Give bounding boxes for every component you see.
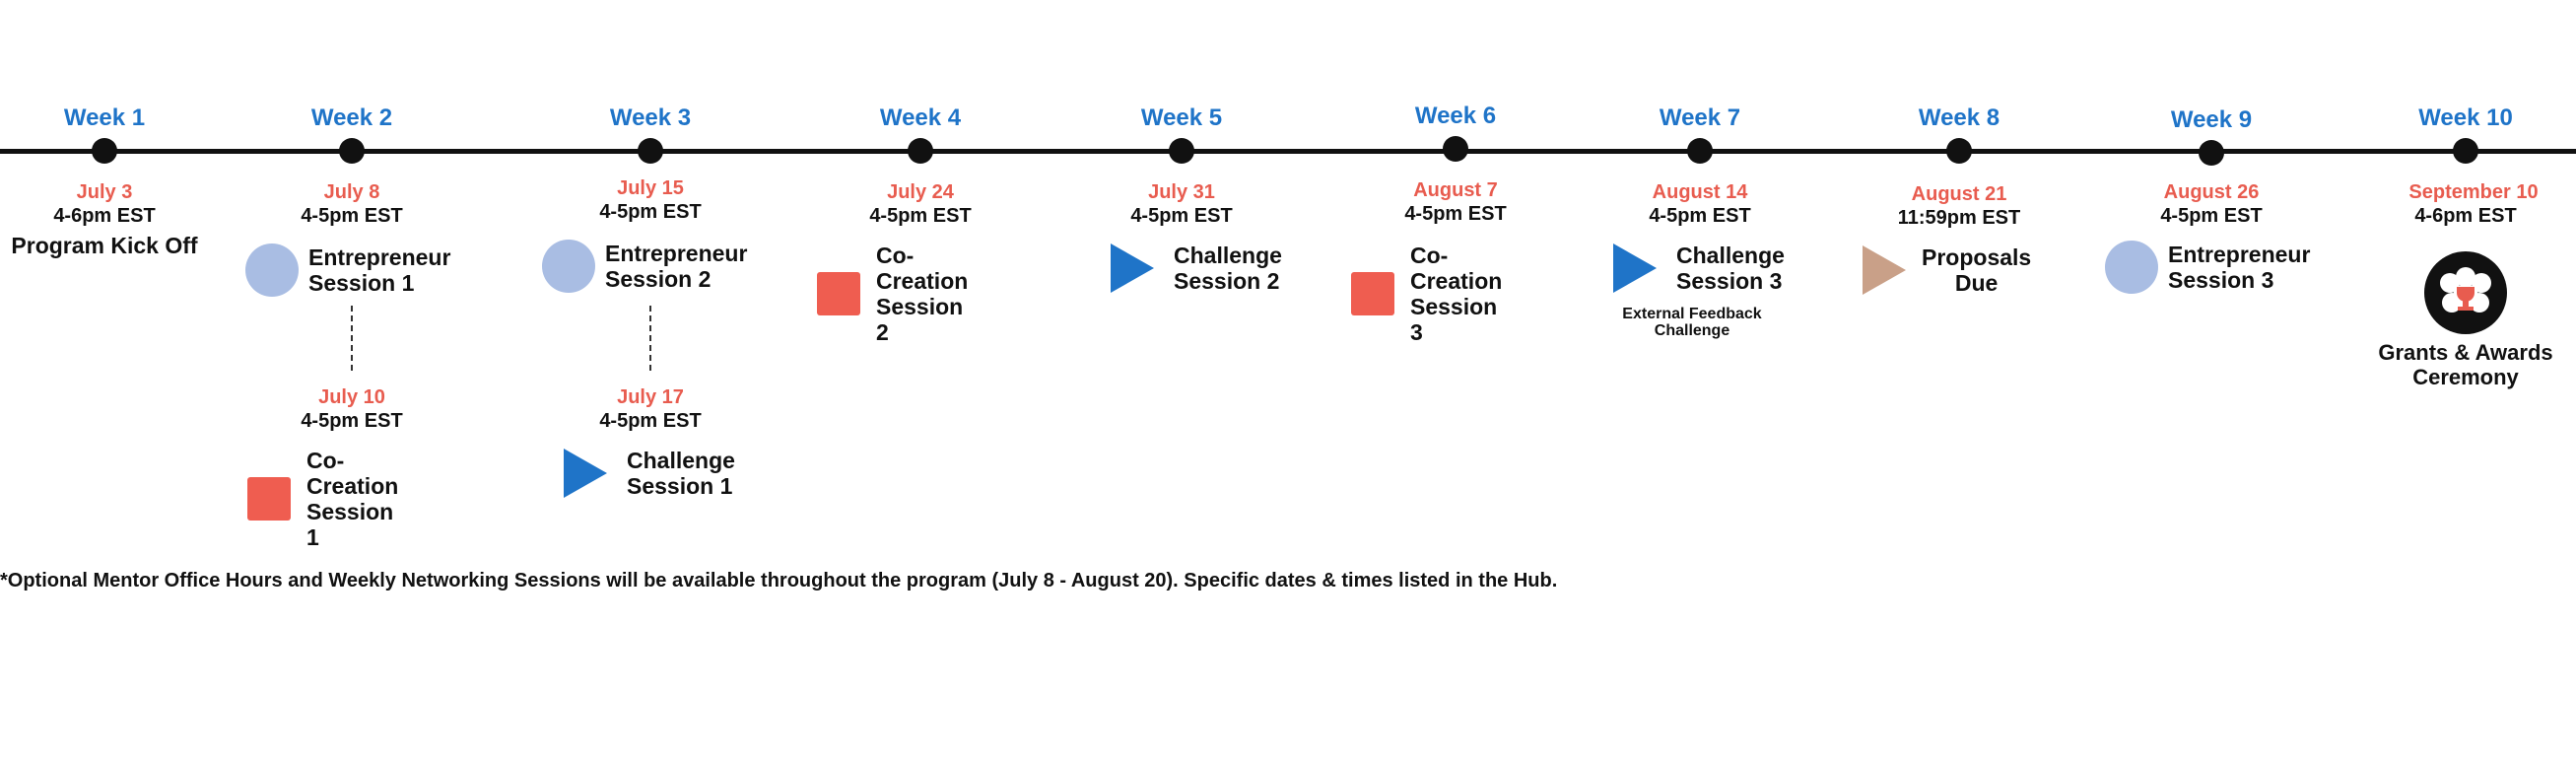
event-item: Entrepreneur Session 2 xyxy=(542,240,747,293)
trophy-icon xyxy=(2424,251,2507,334)
week-label: Week 9 xyxy=(2170,106,2253,133)
event-date: August 21 xyxy=(1911,183,2007,205)
event-title: Challenge Session 1 xyxy=(627,448,735,499)
event-date: July 10 xyxy=(318,386,385,408)
week-label: Week 2 xyxy=(310,104,393,131)
dashed-connector xyxy=(351,306,353,371)
event-time: 4-5pm EST xyxy=(301,410,403,432)
event-date: July 24 xyxy=(887,181,954,203)
timeline-dot xyxy=(2199,140,2224,166)
week-label: Week 1 xyxy=(63,104,146,131)
timeline-dot xyxy=(1443,136,1468,162)
timeline-dot xyxy=(638,138,663,164)
week-label: Week 8 xyxy=(1918,104,2000,131)
week-label: Week 6 xyxy=(1414,103,1497,129)
timeline-axis xyxy=(0,149,2576,154)
event-time: 4-5pm EST xyxy=(599,201,702,223)
play-triangle-icon xyxy=(1613,243,1657,293)
event-title: Grants & Awards Ceremony xyxy=(2378,340,2553,389)
timeline-dot xyxy=(908,138,933,164)
timeline-dot xyxy=(92,138,117,164)
event-item: Co-Creation Session 2 xyxy=(817,243,968,345)
timeline-dot xyxy=(2453,138,2478,164)
event-time: 4-5pm EST xyxy=(599,410,702,432)
event-time: 4-5pm EST xyxy=(301,205,403,227)
play-triangle-icon xyxy=(1111,243,1154,293)
week-label: Week 4 xyxy=(879,104,962,131)
circle-icon xyxy=(2105,241,2158,294)
event-date: July 3 xyxy=(76,181,133,203)
event-title: Co-Creation Session 1 xyxy=(306,448,399,550)
event-date: July 31 xyxy=(1148,181,1215,203)
timeline-dot xyxy=(339,138,365,164)
event-title: Challenge Session 2 xyxy=(1174,243,1282,294)
event-date: September 10 xyxy=(2408,181,2539,203)
timeline-dot xyxy=(1687,138,1713,164)
event-time: 4-5pm EST xyxy=(1130,205,1233,227)
event-time: 4-5pm EST xyxy=(2160,205,2263,227)
footnote: *Optional Mentor Office Hours and Weekly… xyxy=(0,570,1558,591)
event-time: 11:59pm EST xyxy=(1897,207,2021,229)
event-date: August 26 xyxy=(2163,181,2260,203)
event-date: July 15 xyxy=(617,177,684,199)
square-icon xyxy=(1351,272,1394,315)
event-time: 4-6pm EST xyxy=(53,205,156,227)
timeline-dot xyxy=(1946,138,1972,164)
event-time: 4-5pm EST xyxy=(1404,203,1507,225)
event-title: Proposals Due xyxy=(1922,244,2032,296)
event-date: July 8 xyxy=(323,181,380,203)
event-item: Challenge Session 2 xyxy=(1111,243,1282,294)
event-item: Challenge Session 3 xyxy=(1613,243,1785,294)
event-item: Entrepreneur Session 3 xyxy=(2105,241,2310,294)
event-time: 4-5pm EST xyxy=(869,205,972,227)
dashed-connector xyxy=(649,306,651,371)
event-item: Co-Creation Session 1 xyxy=(247,448,398,550)
timeline-dot xyxy=(1169,138,1194,164)
week-label: Week 3 xyxy=(609,104,692,131)
circle-icon xyxy=(542,240,595,293)
event-title: Entrepreneur Session 1 xyxy=(308,244,451,296)
tan-triangle-icon xyxy=(1863,245,1906,295)
event-note: External Feedback Challenge xyxy=(1622,306,1762,339)
week-label: Week 7 xyxy=(1659,104,1741,131)
event-title: Entrepreneur Session 2 xyxy=(605,241,748,292)
play-triangle-icon xyxy=(564,449,607,498)
event-title: Entrepreneur Session 3 xyxy=(2168,242,2311,293)
event-date: July 17 xyxy=(617,386,684,408)
event-item: Challenge Session 1 xyxy=(564,448,735,499)
event-date: August 7 xyxy=(1413,179,1498,201)
square-icon xyxy=(817,272,860,315)
event-item: Co-Creation Session 3 xyxy=(1351,243,1502,345)
event-title: Co-Creation Session 3 xyxy=(1410,243,1503,345)
event-item: Entrepreneur Session 1 xyxy=(245,243,450,297)
square-icon xyxy=(247,477,291,521)
event-item: Proposals Due xyxy=(1863,244,2031,296)
event-title: Co-Creation Session 2 xyxy=(876,243,969,345)
event-time: 4-5pm EST xyxy=(1649,205,1751,227)
event-date: August 14 xyxy=(1652,181,1748,203)
event-title: Challenge Session 3 xyxy=(1676,243,1785,294)
week-label: Week 10 xyxy=(2418,104,2513,131)
event-time: 4-6pm EST xyxy=(2414,205,2517,227)
event-title: Program Kick Off xyxy=(11,233,198,258)
week-label: Week 5 xyxy=(1140,104,1223,131)
circle-icon xyxy=(245,243,299,297)
